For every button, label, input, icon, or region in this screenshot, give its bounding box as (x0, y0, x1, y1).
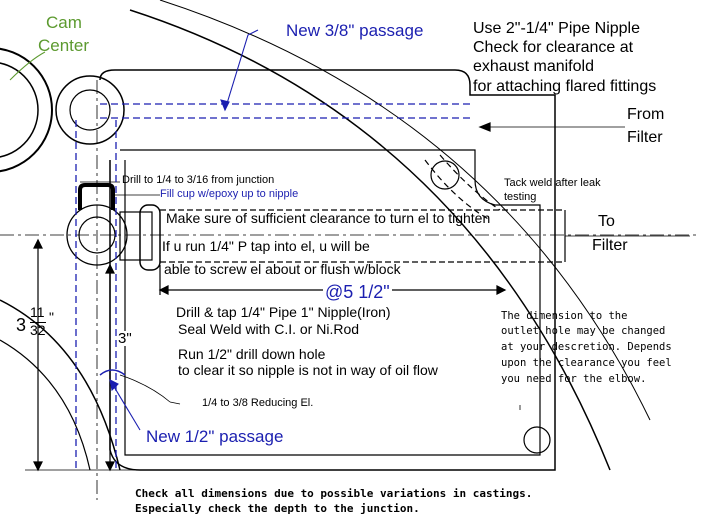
check-note-2: Especially check the depth to the juncti… (135, 502, 420, 515)
run-drill-note-1: Run 1/2" drill down hole (178, 346, 326, 362)
outlet-note-1: The dimension to the (501, 310, 628, 322)
main-arc (129, 9, 611, 471)
from-filter-label-1: From (627, 106, 665, 123)
dim-5-half-label: @5 1/2" (323, 282, 392, 302)
cam-circle-inner (0, 62, 39, 158)
nipple-pipe (119, 211, 153, 261)
pipe-nipple-note-1: Use 2"-1/4" Pipe Nipple (473, 20, 640, 37)
boss-circle-inner (69, 89, 111, 131)
cam-circle-outer (0, 47, 53, 173)
clearance-note-3: able to screw el about or flush w/block (164, 261, 401, 277)
clearance-note-1: Make sure of sufficient clearance to tur… (166, 210, 491, 226)
new-38-passage-label: New 3/8" passage (286, 21, 424, 40)
lower-arc-outer (0, 299, 121, 471)
main-arc-2 (159, 0, 651, 421)
drill-tap-note-1: Drill & tap 1/4" Pipe 1" Nipple(Iron) (176, 304, 391, 320)
run-drill-note-2: to clear it so nipple is not in way of o… (178, 362, 438, 378)
dim-3-11-32-denominator: 32 (30, 322, 46, 338)
cam-center-label-2: Center (38, 36, 90, 55)
to-filter-label-1: To (598, 213, 615, 230)
from-filter-label-2: Filter (627, 129, 663, 146)
drill-tap-note-2: Seal Weld with C.I. or Ni.Rod (178, 321, 360, 337)
pipe-nipple-note-2: Check for clearance at (473, 39, 634, 56)
outlet-note-3: at your descretion. Depends (501, 341, 672, 353)
tack-weld-note-2: testing (504, 191, 537, 203)
cam-center-label-1: Cam (46, 13, 82, 32)
cam-leader (9, 51, 46, 81)
dim-3-11-32-whole: 3 (16, 315, 27, 335)
bolt-hole-upper (430, 160, 460, 190)
clearance-note-2: If u run 1/4" P tap into el, u will be (162, 238, 370, 254)
dim-3in-label: 3" (118, 330, 132, 347)
bolt-hole-lower (523, 426, 551, 454)
outlet-note-2: outlet hole may be changed (501, 325, 666, 337)
outlet-note-5: you need for the elbow. (501, 373, 647, 385)
tack-weld-note-1: Tack weld after leak (504, 177, 601, 189)
outlet-note-4: upon the clearance you feel (501, 357, 672, 369)
dim-3-11-32-numerator: 11 (30, 304, 45, 320)
nipple-body (139, 204, 161, 271)
block-outline (99, 69, 556, 471)
pipe-nipple-note-3: exhaust manifold (473, 58, 594, 75)
pipe-nipple-note-4: for attaching flared fittings (473, 78, 657, 95)
check-note-1: Check all dimensions due to possible var… (135, 487, 533, 500)
boss-circle-outer (55, 75, 125, 145)
dim-3-11-32-inch: " (49, 309, 54, 325)
block-inner (120, 149, 541, 456)
reducing-el-note: 1/4 to 3/8 Reducing El. (202, 397, 314, 409)
to-filter-label-2: Filter (592, 237, 628, 254)
fill-cup-note: Fill cup w/epoxy up to nipple (160, 188, 299, 200)
fill-cup (78, 183, 115, 210)
drill-junction-note: Drill to 1/4 to 3/16 from junction (122, 174, 275, 186)
lower-arc-inner (0, 339, 91, 471)
new-half-passage-label: New 1/2" passage (146, 427, 284, 446)
